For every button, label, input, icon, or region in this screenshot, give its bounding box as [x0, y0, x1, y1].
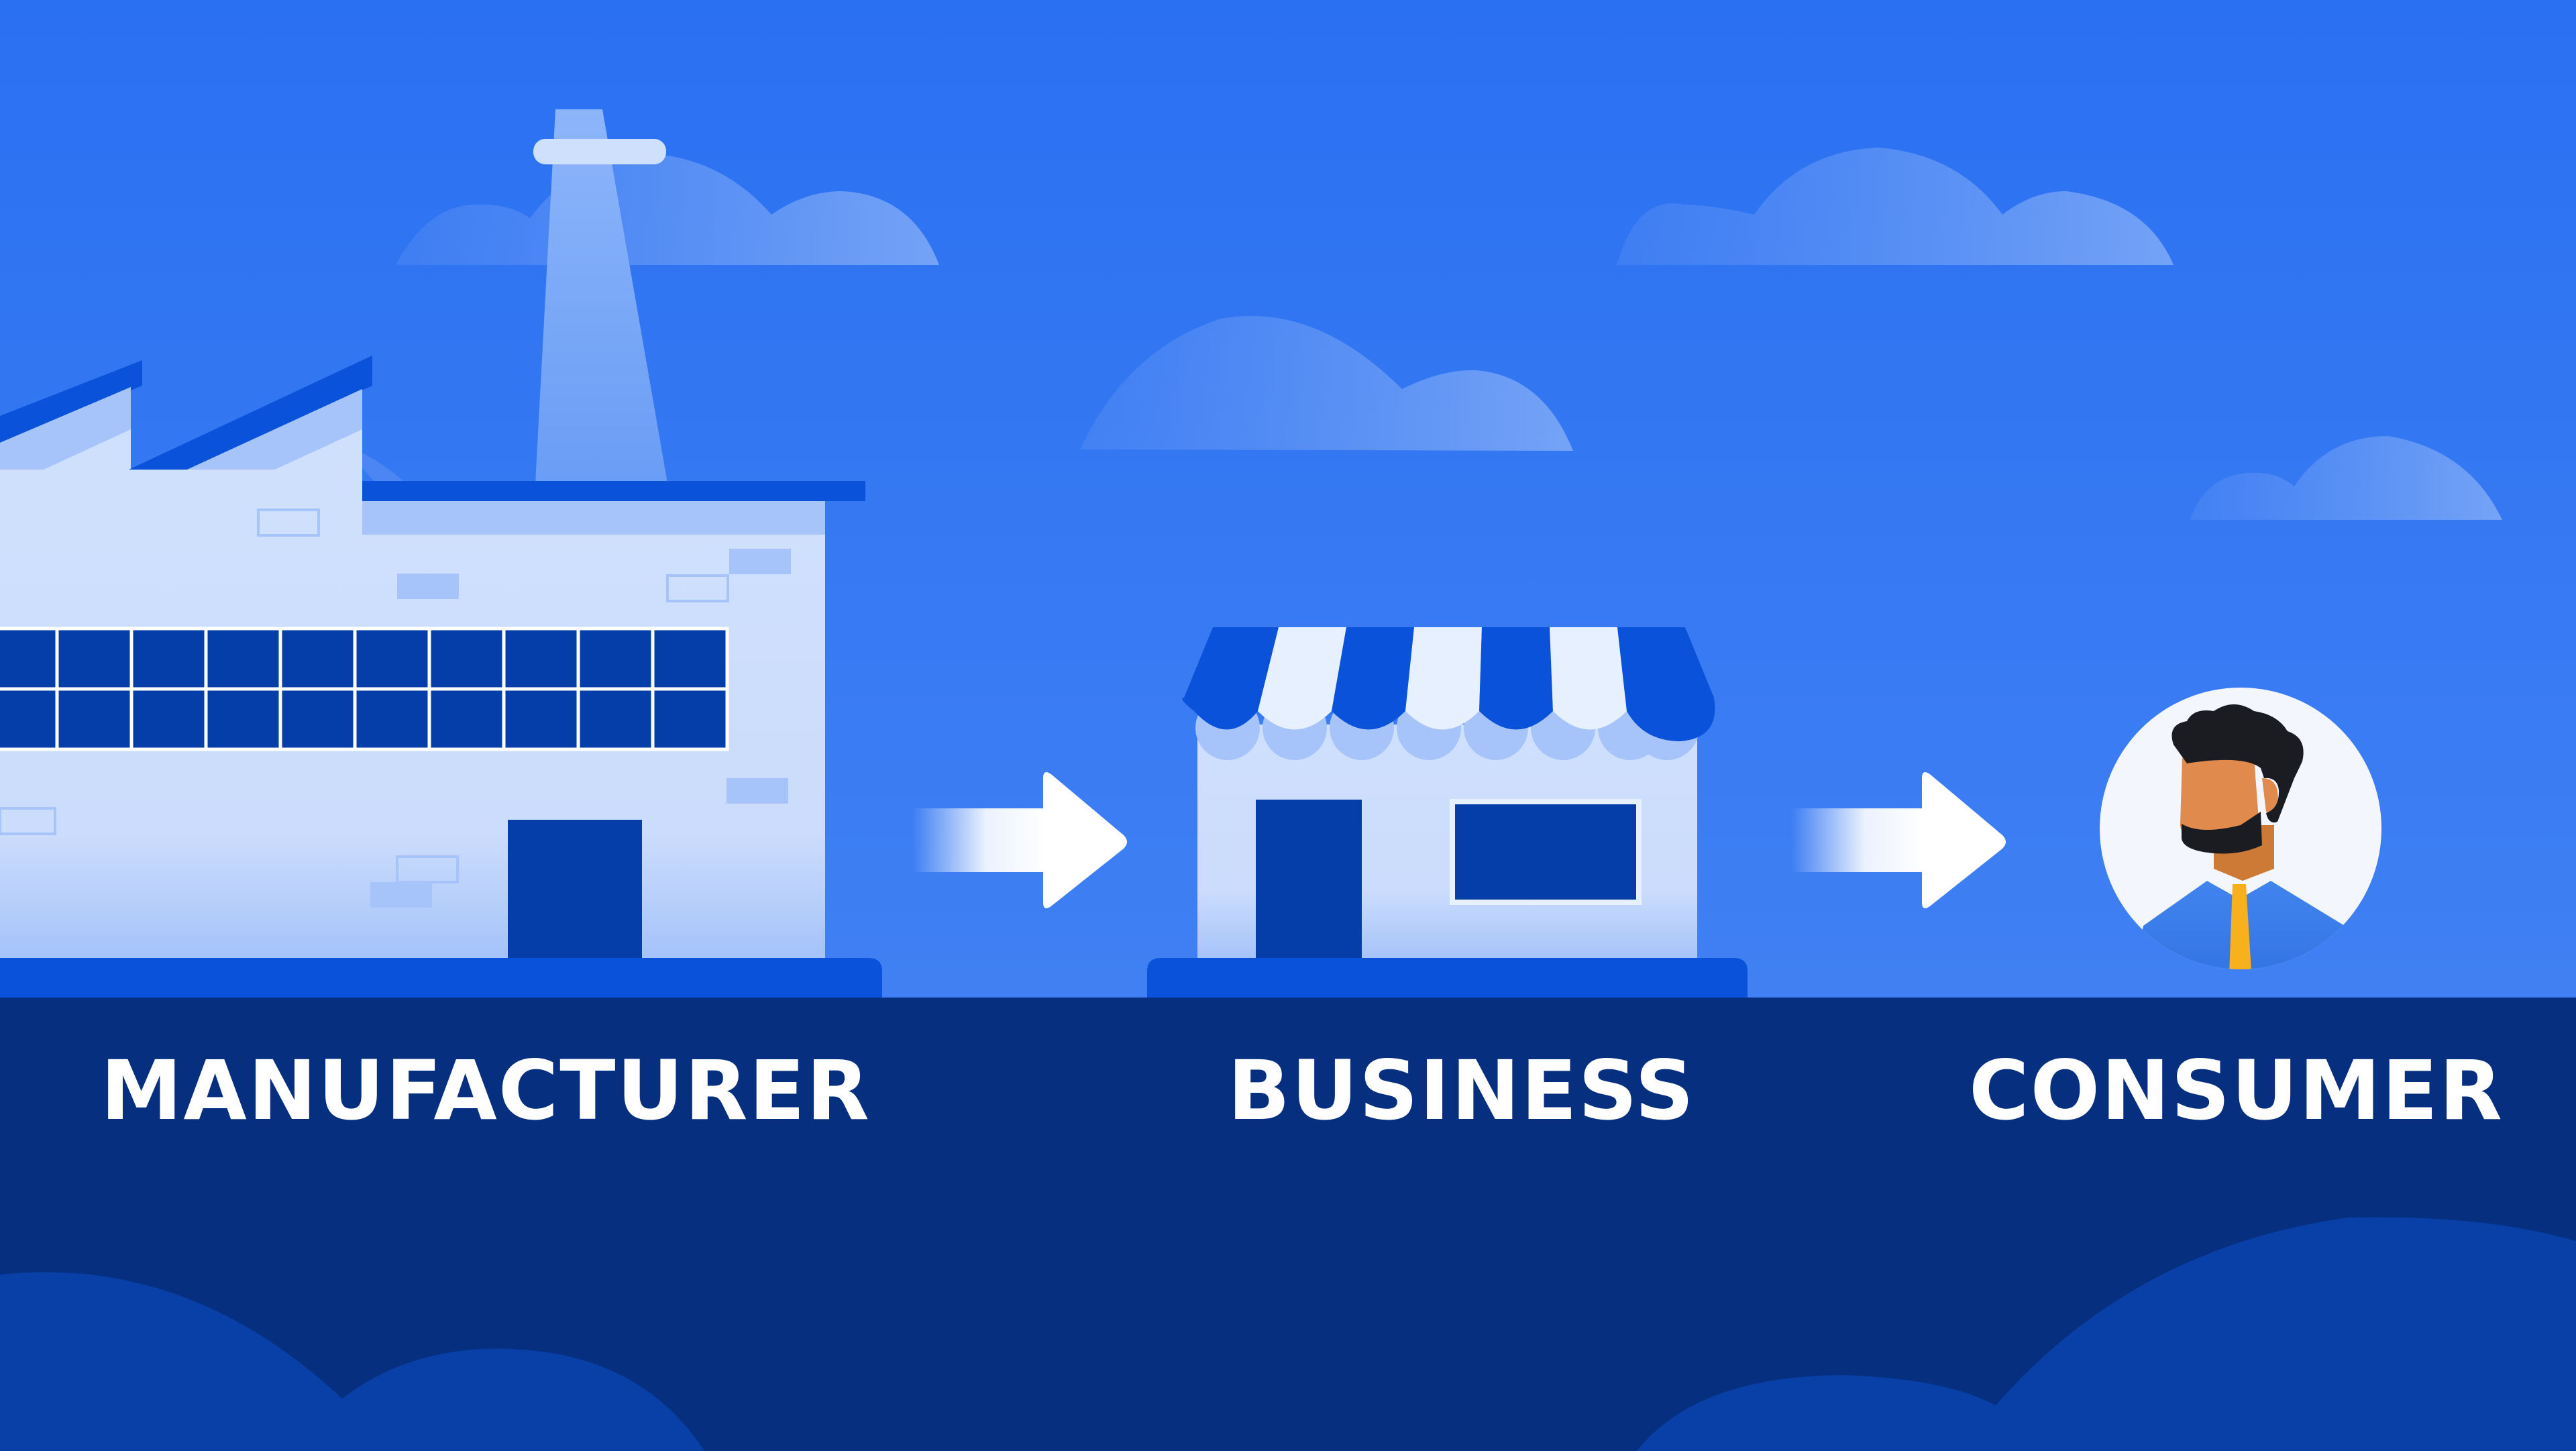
awning	[1182, 627, 1715, 741]
label-manufacturer: MANUFACTURER	[101, 1043, 871, 1138]
ground-cloud-icon	[0, 1217, 2576, 1451]
cloud-icon	[1617, 148, 2174, 265]
person-avatar-icon	[2100, 688, 2381, 969]
label-business: BUSINESS	[1228, 1043, 1696, 1138]
arrow-right-icon	[1791, 772, 2006, 908]
cloud-icon	[396, 154, 939, 265]
factory-windows	[0, 627, 729, 751]
arrow-right-icon	[912, 772, 1127, 908]
store-door	[1256, 800, 1362, 961]
factory-door	[508, 820, 642, 961]
store-window	[1450, 799, 1642, 905]
cloud-icon	[1080, 315, 1573, 451]
cloud-icon	[2190, 436, 2502, 520]
factory-icon	[0, 109, 882, 1000]
storefront-icon	[1147, 627, 1748, 1000]
label-consumer: CONSUMER	[1969, 1043, 2504, 1138]
